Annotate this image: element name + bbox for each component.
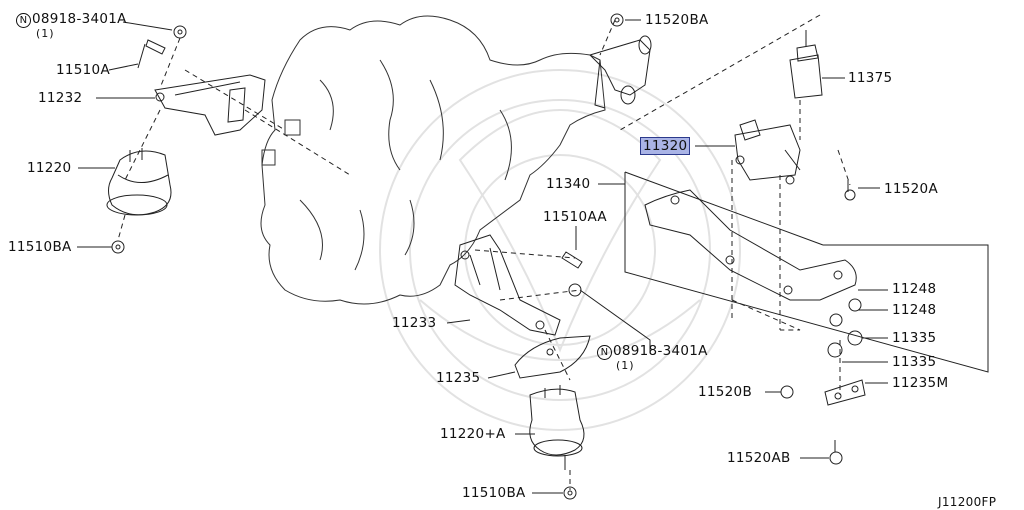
part-label-11520B: 11520B (698, 384, 753, 400)
bolt-11520A (844, 180, 856, 201)
plate-11235M (824, 379, 866, 406)
crossmember-11340 (644, 189, 857, 301)
bracket-11232 (154, 74, 266, 136)
nut-11510BA-bottom (563, 486, 577, 500)
highlighted-part-11320[interactable]: 11320 (640, 137, 691, 155)
part-label-11232: 11232 (38, 90, 83, 106)
watermark-logo (379, 69, 741, 431)
part-label-11520BA: 11520BA (645, 12, 709, 28)
part-label-11233: 11233 (392, 315, 437, 331)
part-label-11248-a: 11248 (892, 281, 937, 297)
bolt-11510AA (561, 251, 583, 269)
part-label-11520AB: 11520AB (727, 450, 791, 466)
bolt-11520AB (829, 440, 843, 465)
group-frame (624, 171, 989, 373)
plate-11235 (514, 335, 591, 379)
part-label-11340: 11340 (546, 176, 591, 192)
nut-11520BA (610, 13, 624, 27)
qty-label-center: (1) (616, 359, 635, 372)
insulator-11220A (529, 385, 585, 470)
nut-11510BA-left (111, 240, 125, 254)
n-symbol-icon: N (597, 345, 612, 360)
leader-lines (77, 19, 888, 494)
transmission-tube (589, 35, 652, 109)
mount-11320 (734, 119, 801, 185)
part-label-11235: 11235 (436, 370, 481, 386)
part-label-11375: 11375 (848, 70, 893, 86)
part-label-11320[interactable]: 11320 (640, 137, 691, 155)
part-label-11335-a: 11335 (892, 330, 937, 346)
figure-code: J11200FP (938, 495, 997, 509)
part-label-11520A: 11520A (884, 181, 938, 197)
insulator-11220 (106, 148, 172, 216)
part-label-11220: 11220 (27, 160, 72, 176)
dashed-guides (117, 14, 851, 490)
qty-label-top: (1) (36, 27, 55, 40)
part-label-11510BA-left: 11510BA (8, 239, 72, 255)
bolt-11520B (780, 385, 794, 399)
spacers (827, 298, 863, 358)
part-label-11235M: 11235M (892, 375, 949, 391)
nut-top-left (173, 25, 187, 39)
engine-block-outline (260, 15, 606, 305)
n-symbol-icon: N (16, 13, 31, 28)
part-label-11248-b: 11248 (892, 302, 937, 318)
part-label-11220A: 11220+A (440, 426, 506, 442)
part-label-11510AA: 11510AA (543, 209, 607, 225)
part-label-11510BA-bottom: 11510BA (462, 485, 526, 501)
bolt-11510A (137, 39, 166, 69)
damper-11375 (789, 30, 823, 99)
part-label-11510A: 11510A (56, 62, 110, 78)
part-label-11335-b: 11335 (892, 354, 937, 370)
nut-center (568, 283, 582, 297)
bracket-11233 (454, 234, 561, 336)
